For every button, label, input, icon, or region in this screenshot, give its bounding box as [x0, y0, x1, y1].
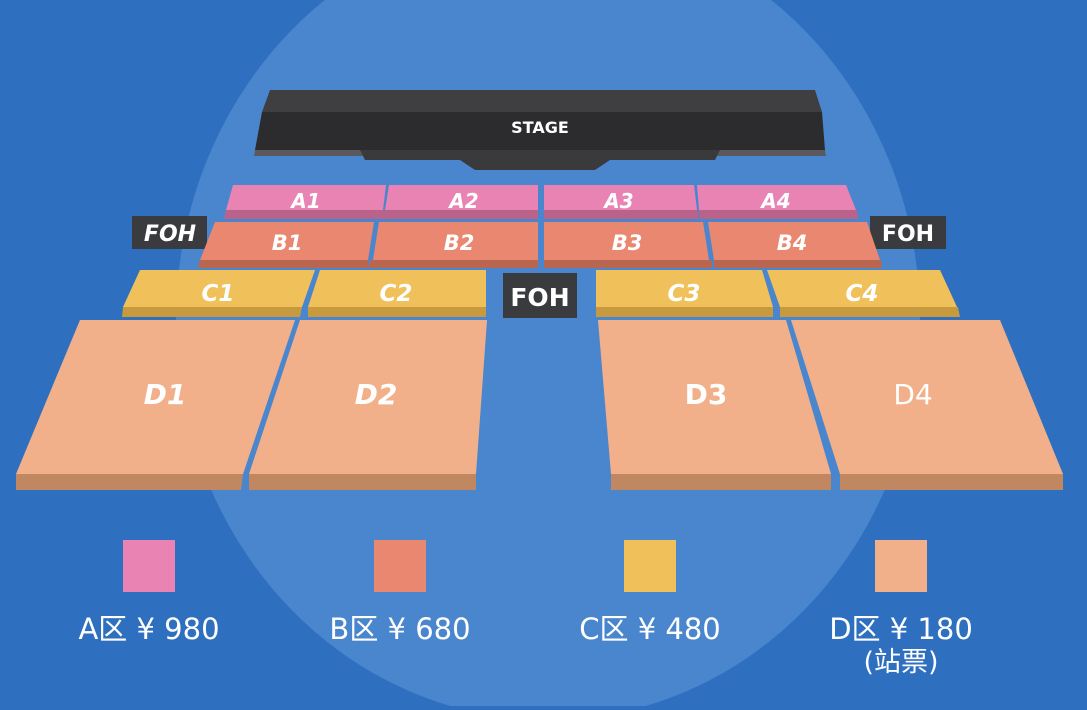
foh-left-label: FOH [144, 222, 196, 247]
section-d1[interactable]: D1 [16, 320, 295, 490]
foh-center: FOH [503, 273, 577, 318]
section-b3[interactable]: B3 [544, 222, 712, 268]
foh-center-label: FOH [510, 283, 569, 312]
legend-label-b: B区 ¥ 680 [329, 612, 471, 646]
legend-swatch-b [374, 540, 426, 592]
section-label-c1: C1 [202, 281, 235, 307]
section-label-c3: C3 [668, 281, 701, 307]
section-label-a1: A1 [289, 189, 320, 213]
legend-item-c: C区 ¥ 480 [570, 540, 730, 646]
stage: STAGE [254, 90, 826, 170]
legend-swatch-d [875, 540, 927, 592]
section-label-b3: B3 [612, 231, 643, 255]
section-c2[interactable]: C2 [308, 270, 486, 317]
legend-label-c: C区 ¥ 480 [579, 612, 721, 646]
legend-note-d: (站票) [863, 647, 939, 678]
section-a3[interactable]: A3 [544, 185, 698, 219]
section-label-d3: D3 [685, 378, 728, 411]
section-c1[interactable]: C1 [122, 270, 315, 317]
section-b2[interactable]: B2 [370, 222, 538, 268]
section-d2[interactable]: D2 [249, 320, 487, 490]
section-a4[interactable]: A4 [697, 185, 858, 219]
section-label-d2: D2 [355, 378, 398, 411]
legend-label-d: D区 ¥ 180 [829, 612, 973, 646]
legend-item-b: B区 ¥ 680 [320, 540, 480, 646]
legend-label-a: A区 ¥ 980 [78, 612, 220, 646]
section-label-a2: A2 [447, 189, 478, 213]
legend-item-d: D区 ¥ 180 (站票) [821, 540, 981, 680]
section-label-b1: B1 [272, 231, 303, 255]
section-b1[interactable]: B1 [198, 222, 374, 268]
foh-right: FOH [870, 216, 946, 249]
section-label-c4: C4 [846, 281, 879, 307]
section-d4[interactable]: D4 [791, 320, 1063, 490]
section-label-d1: D1 [144, 378, 187, 411]
foh-left: FOH [132, 216, 207, 249]
section-a2[interactable]: A2 [383, 185, 538, 219]
section-label-a4: A4 [759, 189, 790, 213]
section-label-d4: D4 [893, 378, 932, 411]
section-d3[interactable]: D3 [598, 320, 831, 490]
section-b4[interactable]: B4 [708, 222, 882, 268]
legend-swatch-a [123, 540, 175, 592]
section-label-b2: B2 [444, 231, 475, 255]
legend-swatch-c [624, 540, 676, 592]
section-label-a3: A3 [602, 189, 633, 213]
stage-label: STAGE [511, 118, 569, 137]
section-label-b4: B4 [777, 231, 808, 255]
section-label-c2: C2 [380, 281, 413, 307]
foh-right-label: FOH [882, 222, 934, 247]
section-c4[interactable]: C4 [767, 270, 960, 317]
section-c3[interactable]: C3 [596, 270, 773, 317]
section-a1[interactable]: A1 [224, 185, 386, 219]
legend-item-a: A区 ¥ 980 [69, 540, 229, 646]
venue-halo [176, 0, 920, 710]
